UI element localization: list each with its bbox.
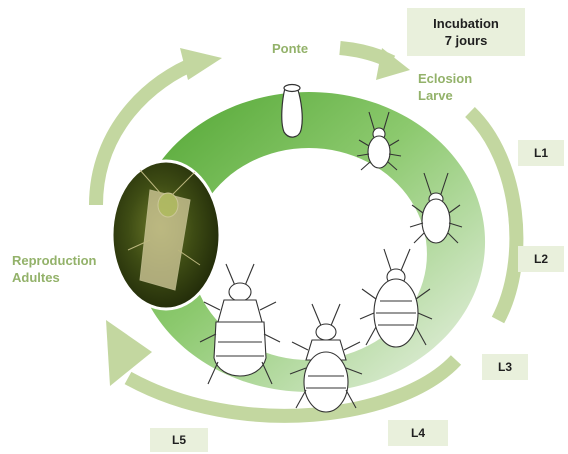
stage-l5-box: L5: [150, 428, 208, 452]
incubation-line2: 7 jours: [445, 32, 488, 49]
incubation-box: Incubation 7 jours: [407, 8, 525, 56]
eclosion-label-line2: Larve: [418, 87, 472, 104]
reproduction-label: Reproduction Adultes: [12, 252, 97, 286]
arrowhead-top-left: [180, 48, 222, 80]
eclosion-label: Eclosion Larve: [418, 70, 472, 104]
arrowhead-top-right: [376, 48, 410, 80]
stage-l3-box: L3: [482, 354, 528, 380]
reproduction-label-line2: Adultes: [12, 269, 97, 286]
incubation-line1: Incubation: [433, 15, 499, 32]
adult-insect-photo: [112, 161, 220, 309]
stage-l2-box: L2: [518, 246, 564, 272]
stage-l1-box: L1: [518, 140, 564, 166]
egg-icon: [282, 85, 302, 138]
reproduction-label-line1: Reproduction: [12, 252, 97, 269]
stage-l4-box: L4: [388, 420, 448, 446]
arrowhead-bottom-left: [106, 320, 152, 386]
eclosion-label-line1: Eclosion: [418, 70, 472, 87]
ponte-label: Ponte: [272, 40, 308, 57]
